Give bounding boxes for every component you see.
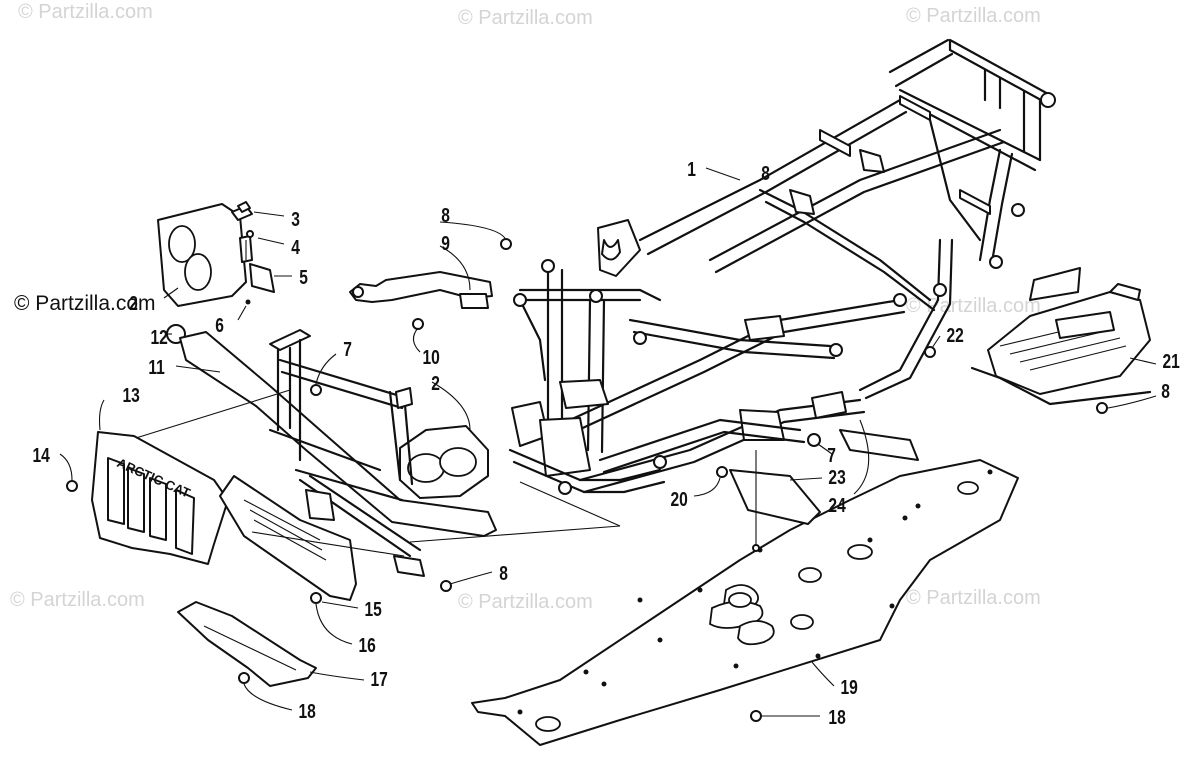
callout-15: 15	[364, 598, 381, 620]
callout-4: 4	[291, 236, 300, 258]
callout-16: 16	[358, 634, 375, 656]
callout-3: 3	[291, 208, 300, 230]
callout-8: 8	[1161, 380, 1170, 402]
watermark: © Partzilla.com	[458, 591, 593, 613]
callout-8: 8	[441, 204, 450, 226]
watermark: © Partzilla.com	[906, 587, 1041, 609]
callout-11: 11	[148, 356, 165, 378]
callout-19: 19	[840, 676, 857, 698]
callout-14: 14	[32, 444, 49, 466]
callout-7: 7	[827, 444, 836, 466]
callout-12: 12	[150, 326, 167, 348]
callout-22: 22	[946, 324, 963, 346]
headlight-lower	[399, 425, 489, 499]
watermark-layer: © Partzilla.com © Partzilla.com © Partzi…	[10, 1, 1041, 613]
callout-17: 17	[370, 668, 387, 690]
skid-plate	[471, 459, 1019, 746]
callout-9: 9	[441, 232, 450, 254]
fasteners	[66, 238, 1108, 722]
callout-21: 21	[1162, 350, 1179, 372]
callout-1: 1	[687, 158, 696, 180]
watermark: © Partzilla.com	[10, 589, 145, 611]
headlight-hardware	[166, 201, 275, 344]
callout-18: 18	[298, 700, 315, 722]
callout-8: 8	[761, 162, 770, 184]
footrest-right	[970, 267, 1152, 406]
callout-6: 6	[215, 314, 224, 336]
front-grille: ARCTIC CAT	[91, 431, 229, 565]
callout-23: 23	[828, 466, 845, 488]
callout-5: 5	[299, 266, 308, 288]
lower-guard	[177, 601, 317, 687]
headlight-upper	[157, 203, 253, 307]
callout-2: 2	[129, 292, 138, 314]
callout-13: 13	[122, 384, 139, 406]
watermark-dark: © Partzilla.com	[14, 292, 156, 315]
watermark: © Partzilla.com	[906, 295, 1041, 317]
callout-20: 20	[670, 488, 687, 510]
leader-lines	[59, 167, 1157, 717]
callout-2: 2	[431, 372, 440, 394]
watermark: © Partzilla.com	[458, 7, 593, 29]
callout-24: 24	[828, 494, 845, 516]
watermark: © Partzilla.com	[18, 1, 153, 23]
callout-labels: 1 2 2 3 4 5 6 7 7 8 8 8 8 9 10 11 12 13 …	[32, 158, 1179, 728]
callout-18: 18	[828, 706, 845, 728]
callout-10: 10	[422, 346, 439, 368]
callout-8: 8	[499, 562, 508, 584]
footrest-support	[729, 429, 919, 525]
watermark: © Partzilla.com	[906, 5, 1041, 27]
bumper-bracket	[349, 271, 493, 309]
callout-7: 7	[343, 338, 352, 360]
front-bumper	[179, 329, 497, 577]
main-frame	[508, 38, 1056, 495]
